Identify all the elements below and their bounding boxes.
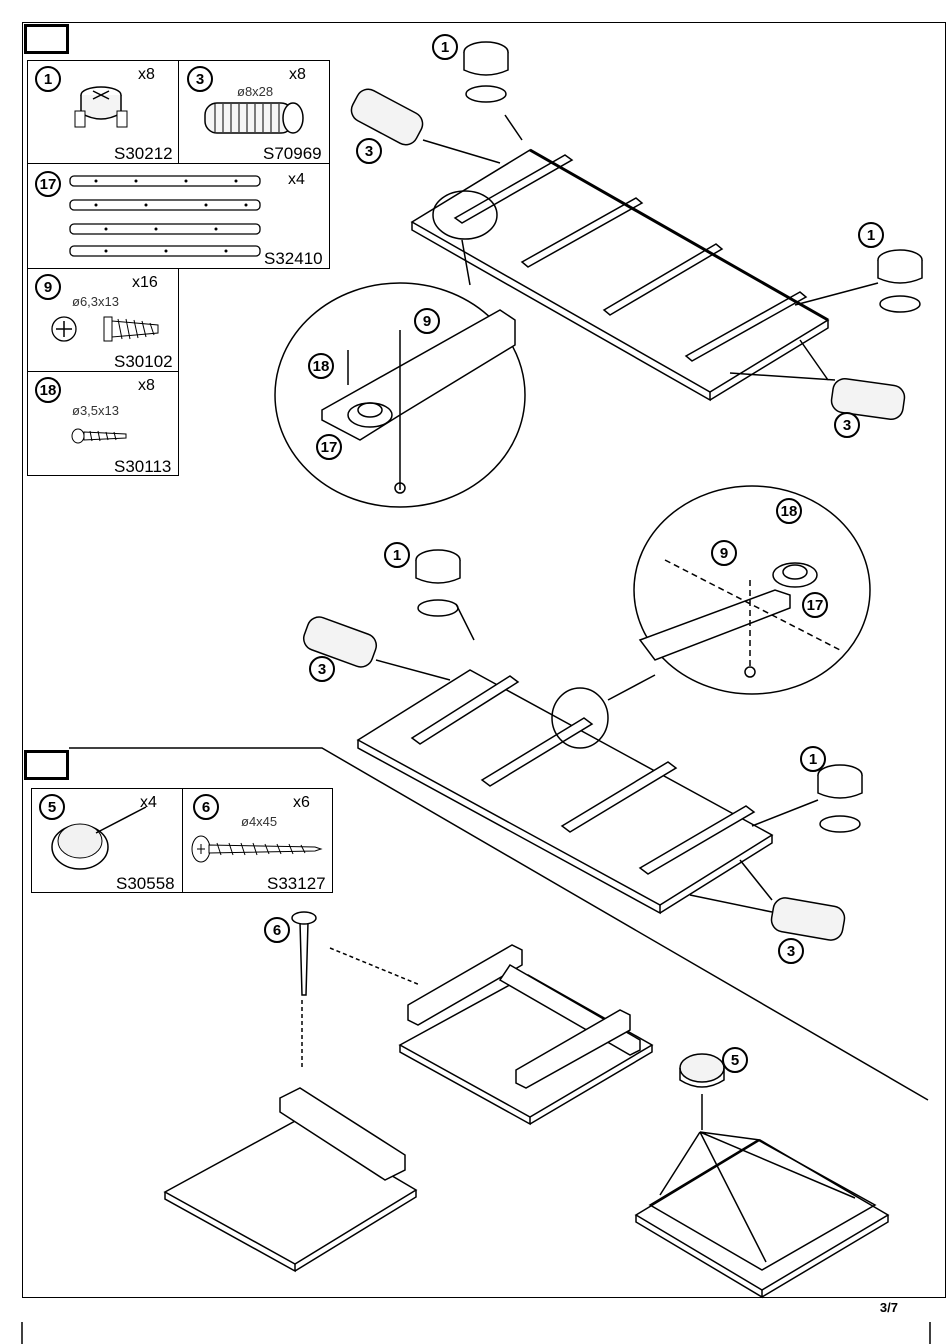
- crop-marks: [0, 0, 950, 1344]
- instruction-page: 1 x8 S30212 3 x8 ø8x28 S70969 17: [0, 0, 950, 1344]
